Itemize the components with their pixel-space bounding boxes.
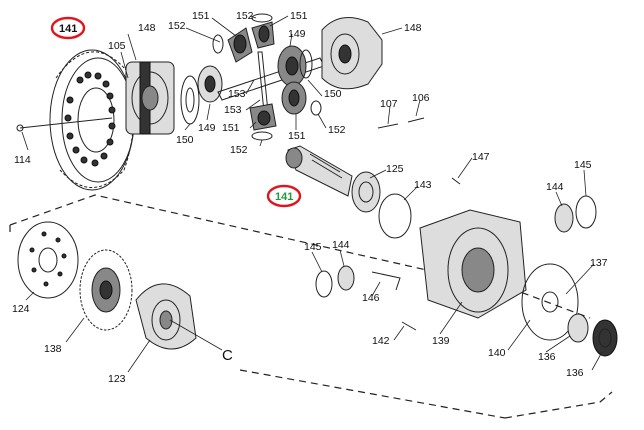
label-149-b: 149 [198, 122, 216, 134]
seal-136-a [567, 313, 589, 343]
label-151-c: 151 [222, 122, 240, 134]
label-107: 107 [380, 98, 398, 110]
bearing-125 [351, 171, 381, 213]
label-145-right: 145 [574, 159, 592, 171]
spider-gear-151-right [281, 81, 307, 115]
side-gear-149-left [197, 65, 223, 103]
label-106: 106 [412, 92, 430, 104]
label-153-a: 153 [228, 88, 246, 100]
clip-146 [371, 271, 401, 291]
shim-140 [521, 263, 579, 341]
spider-gear-149-right [277, 45, 307, 87]
label-138: 138 [44, 343, 62, 355]
washer-150-right [299, 49, 313, 79]
gear-138 [79, 249, 133, 331]
label-105: 105 [108, 40, 126, 52]
label-151-a: 151 [192, 10, 210, 22]
plate-124 [17, 221, 79, 299]
label-142: 142 [372, 335, 390, 347]
spider-gear-151-top [227, 27, 253, 63]
label-143: 143 [414, 179, 432, 191]
washer-152-bottom [251, 131, 273, 141]
pinion-shaft-141 [285, 145, 353, 197]
assembly-boundary [9, 194, 613, 419]
label-146: 146 [362, 292, 380, 304]
diff-case-148-right [321, 17, 383, 90]
highlight-ring-141-mid [266, 184, 302, 208]
washer-144-center [337, 265, 355, 291]
label-136-a: 136 [538, 351, 556, 363]
label-151-b: 151 [290, 10, 308, 22]
label-147: 147 [472, 151, 490, 163]
label-123: 123 [108, 373, 126, 385]
label-152-b: 152 [236, 10, 254, 22]
label-151-d: 151 [288, 130, 306, 142]
washer-152-left [212, 34, 224, 54]
pin-107 [377, 123, 399, 129]
seal-136-b [592, 319, 618, 357]
label-152-a: 152 [168, 20, 186, 32]
label-139: 139 [432, 335, 450, 347]
label-137: 137 [590, 257, 608, 269]
label-c: C [222, 347, 233, 364]
nut-145-right [575, 195, 597, 229]
label-153-b: 153 [224, 104, 242, 116]
housing-139 [419, 209, 527, 319]
nut-145-center [315, 270, 333, 298]
seal-ring-143 [378, 193, 412, 239]
label-114: 114 [14, 154, 31, 166]
label-140: 140 [488, 347, 506, 359]
label-144-right: 144 [546, 181, 564, 193]
label-150-b: 150 [324, 88, 342, 100]
washer-152-right [310, 100, 322, 116]
label-152-d: 152 [328, 124, 346, 136]
hub-123 [135, 283, 197, 350]
bolt-142 [401, 321, 417, 331]
washer-152-top [251, 13, 273, 23]
label-141-mid: 141 [275, 191, 293, 203]
label-150-a: 150 [176, 134, 194, 146]
highlight-ring-141-top [50, 16, 86, 40]
assembly-boundary-bottom [239, 369, 506, 419]
leader-lines [21, 15, 603, 373]
label-125: 125 [386, 163, 404, 175]
spider-gear-151-bottom [249, 103, 277, 131]
bolt-147 [451, 177, 461, 185]
label-144-center: 144 [332, 239, 350, 251]
washer-144-right [554, 203, 574, 233]
diff-case-148-left [125, 61, 175, 135]
label-149-a: 149 [288, 28, 306, 40]
cross-shaft-153-vertical [257, 51, 269, 113]
washer-150-left [180, 75, 200, 125]
label-148-right: 148 [404, 22, 422, 34]
label-141-top: 141 [59, 23, 77, 35]
label-148-left: 148 [138, 22, 156, 34]
pin-106 [407, 117, 425, 123]
label-145-center: 145 [304, 241, 322, 253]
label-124: 124 [12, 303, 30, 315]
label-152-c: 152 [230, 144, 248, 156]
bolt-114 [16, 117, 113, 132]
spider-gear-151-top-right [251, 21, 275, 49]
label-136-b: 136 [566, 367, 584, 379]
